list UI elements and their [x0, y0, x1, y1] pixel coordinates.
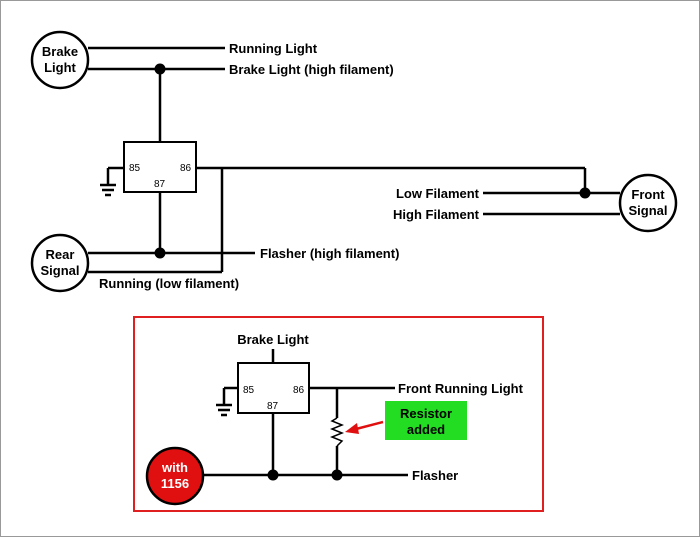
inset-label-flasher: Flasher — [412, 468, 458, 483]
relay-pin-87: 87 — [154, 179, 166, 190]
relay-pin-85: 85 — [129, 163, 141, 174]
junction-dot — [154, 247, 166, 259]
inset-relay-pin-85: 85 — [243, 385, 255, 396]
resistor-note-box — [385, 401, 467, 440]
label-high-filament: High Filament — [393, 207, 480, 222]
brake-light-label-2: Light — [44, 60, 76, 75]
front-signal-label-1: Front — [631, 187, 665, 202]
resistor-note-label-1: Resistor — [400, 406, 452, 421]
rear-signal-label-1: Rear — [46, 247, 75, 262]
junction-dot — [267, 469, 279, 481]
brake-light-bulb — [30, 30, 90, 90]
inset-relay-pin-86: 86 — [293, 385, 305, 396]
label-running-light: Running Light — [229, 41, 318, 56]
inset-wires — [204, 349, 408, 477]
rear-signal-bulb — [30, 233, 90, 293]
label-low-filament: Low Filament — [396, 186, 480, 201]
label-flasher-high: Flasher (high filament) — [260, 246, 399, 261]
red-1156-bulb — [145, 446, 205, 506]
top-wires — [88, 46, 620, 274]
bulb-label-1: with — [161, 460, 188, 475]
brake-light-label-1: Brake — [42, 44, 78, 59]
inset-label-front-running: Front Running Light — [398, 381, 524, 396]
front-signal-bulb — [618, 173, 678, 233]
inset-frame — [133, 316, 544, 512]
inset-label-brake-light: Brake Light — [237, 332, 309, 347]
front-signal-label-2: Signal — [628, 203, 667, 218]
relay-box — [123, 141, 197, 193]
resistor-symbol — [329, 417, 345, 447]
junction-dot — [331, 469, 343, 481]
label-running-low: Running (low filament) — [99, 276, 239, 291]
resistor-note-label-2: added — [407, 422, 445, 437]
rear-signal-label-2: Signal — [40, 263, 79, 278]
inset-relay-pin-87: 87 — [267, 401, 279, 412]
junction-dot — [154, 63, 166, 75]
junction-dot — [579, 187, 591, 199]
bulb-label-2: 1156 — [161, 476, 189, 491]
relay-pin-86: 86 — [180, 163, 192, 174]
inset-relay-box — [237, 362, 310, 414]
label-brake-light-high: Brake Light (high filament) — [229, 62, 394, 77]
arrow-shaft — [355, 420, 384, 431]
arrow-head-icon — [345, 423, 359, 434]
